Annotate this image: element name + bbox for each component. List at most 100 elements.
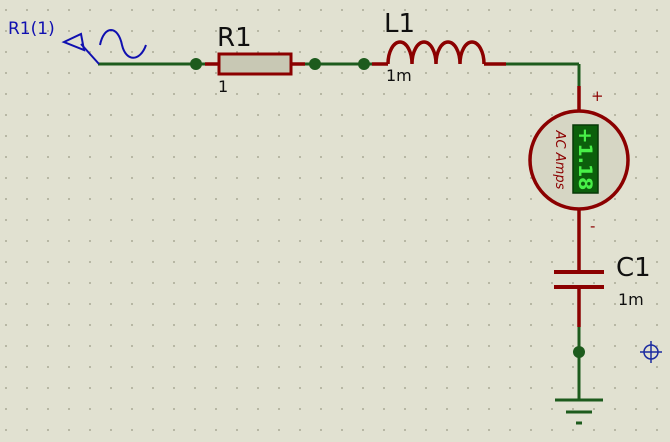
grid-dot: [89, 429, 91, 431]
grid-dot: [89, 261, 91, 263]
grid-dot: [68, 408, 70, 410]
ground-icon[interactable]: [555, 398, 603, 425]
grid-dot: [425, 408, 427, 410]
grid-dot: [446, 324, 448, 326]
grid-dot: [341, 51, 343, 53]
grid-dot: [425, 30, 427, 32]
grid-dot: [47, 387, 49, 389]
grid-dot: [635, 156, 637, 158]
grid-dot: [425, 261, 427, 263]
grid-dot: [404, 114, 406, 116]
grid-dot: [215, 156, 217, 158]
grid-dot: [152, 345, 154, 347]
grid-dot: [572, 387, 574, 389]
grid-dot: [593, 51, 595, 53]
grid-dot: [446, 429, 448, 431]
grid-dot: [530, 408, 532, 410]
grid-dot: [278, 261, 280, 263]
grid-dot: [173, 429, 175, 431]
grid-dot: [278, 198, 280, 200]
grid-dot: [257, 93, 259, 95]
grid-dot: [446, 72, 448, 74]
grid-dot: [5, 261, 7, 263]
grid-dot: [656, 303, 658, 305]
grid-dot: [383, 429, 385, 431]
ac-ammeter[interactable]: + - AC Amps +1.18: [528, 86, 630, 235]
grid-dot: [488, 177, 490, 179]
grid-dot: [467, 303, 469, 305]
grid-dot: [488, 429, 490, 431]
resistor-r1[interactable]: R1 1: [205, 23, 305, 96]
grid-dot: [593, 366, 595, 368]
grid-dot: [152, 177, 154, 179]
grid-dot: [551, 303, 553, 305]
grid-dot: [362, 9, 364, 11]
grid-dot: [383, 30, 385, 32]
grid-dot: [47, 345, 49, 347]
grid-dot: [320, 408, 322, 410]
grid-dot: [551, 9, 553, 11]
grid-dot: [236, 345, 238, 347]
grid-dot: [5, 324, 7, 326]
grid-dot: [89, 198, 91, 200]
grid-dot: [257, 198, 259, 200]
grid-dot: [299, 9, 301, 11]
inductor-l1[interactable]: L1 1m: [372, 9, 506, 85]
junction-dot[interactable]: [309, 58, 321, 70]
grid-dot: [383, 135, 385, 137]
grid-dot: [467, 114, 469, 116]
grid-dot: [236, 198, 238, 200]
grid-dot: [236, 324, 238, 326]
grid-dot: [131, 387, 133, 389]
grid-dot: [194, 30, 196, 32]
grid-dot: [320, 261, 322, 263]
grid-dot: [635, 30, 637, 32]
grid-dot: [614, 366, 616, 368]
grid-dot: [425, 72, 427, 74]
junction-dot[interactable]: [358, 58, 370, 70]
grid-dot: [194, 324, 196, 326]
capacitor-c1[interactable]: C1 1m: [554, 232, 651, 327]
grid-dot: [635, 408, 637, 410]
grid-dot: [341, 9, 343, 11]
grid-dot: [152, 408, 154, 410]
grid-dot: [26, 345, 28, 347]
junction-dot[interactable]: [190, 58, 202, 70]
grid-dot: [488, 72, 490, 74]
grid-dot: [467, 93, 469, 95]
grid-dot: [446, 282, 448, 284]
grid-dot: [194, 156, 196, 158]
grid-dot: [509, 366, 511, 368]
grid-dot: [614, 72, 616, 74]
grid-dot: [656, 177, 658, 179]
grid-dot: [5, 114, 7, 116]
grid-dot: [173, 345, 175, 347]
grid-dot: [446, 156, 448, 158]
junction-dot[interactable]: [573, 346, 585, 358]
grid-dot: [89, 240, 91, 242]
grid-dot: [299, 429, 301, 431]
grid-dot: [215, 114, 217, 116]
grid-dot: [614, 303, 616, 305]
grid-dot: [194, 198, 196, 200]
grid-dot: [593, 429, 595, 431]
grid-dot: [341, 30, 343, 32]
grid-dot: [236, 219, 238, 221]
grid-dot: [467, 156, 469, 158]
grid-dot: [488, 408, 490, 410]
grid-dot: [530, 198, 532, 200]
grid-dot: [509, 135, 511, 137]
grid-dot: [152, 366, 154, 368]
generator-terminal[interactable]: R1(1): [8, 19, 147, 65]
grid-dot: [320, 156, 322, 158]
grid-dot: [5, 156, 7, 158]
grid-dot: [68, 219, 70, 221]
grid-dot: [215, 51, 217, 53]
grid-dot: [152, 156, 154, 158]
grid-dot: [131, 156, 133, 158]
grid-dot: [110, 303, 112, 305]
grid-dot: [47, 408, 49, 410]
grid-dot: [89, 408, 91, 410]
grid-dot: [593, 408, 595, 410]
